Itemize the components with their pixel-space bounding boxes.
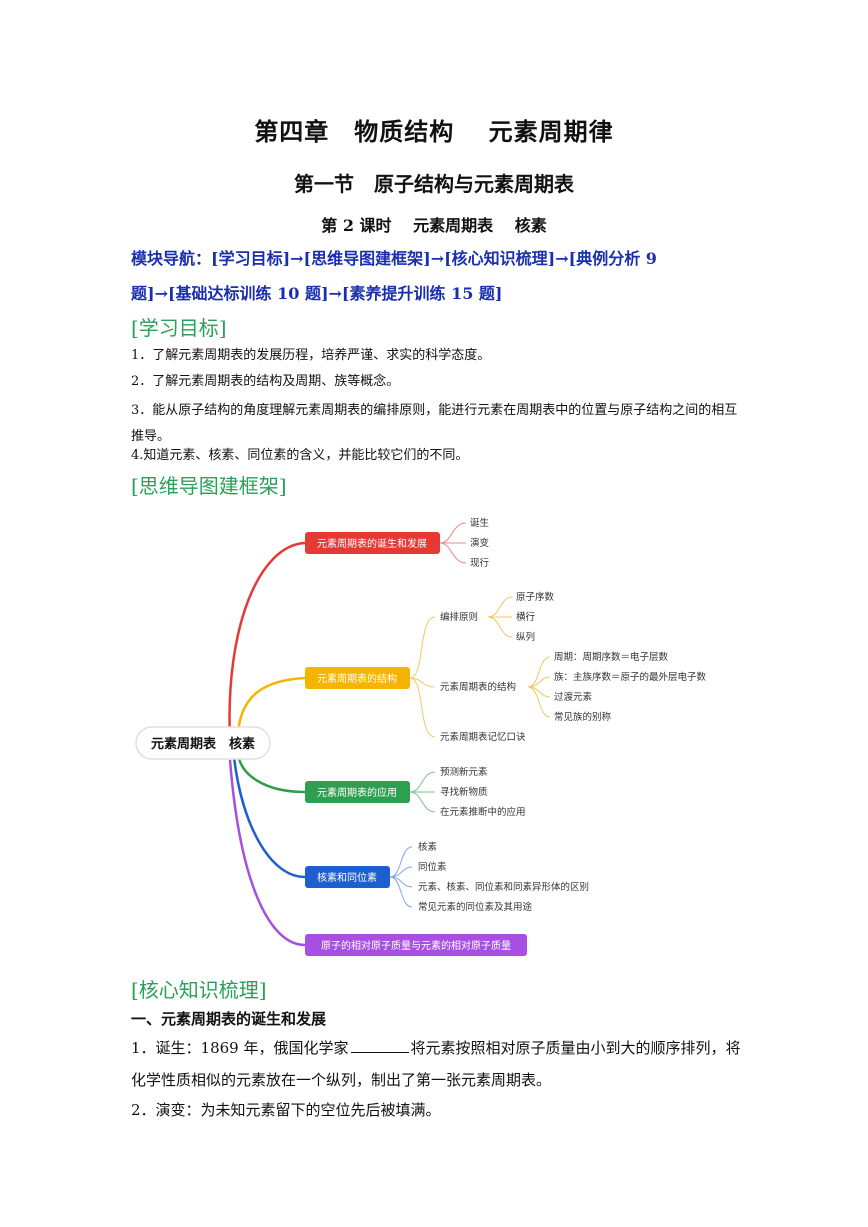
bracket-red	[439, 522, 467, 564]
branch-node-2	[305, 667, 410, 689]
para-birth-end: 将元素按照相对原子质量由小到大的顺序排列，将	[410, 1039, 741, 1057]
para-birth-line2: 化学性质相似的元素放在一个纵列，制出了第一张元素周期表。	[131, 1071, 552, 1089]
bracket-orange-main	[409, 616, 436, 738]
answer-blank[interactable]	[350, 1036, 409, 1053]
group-structure: 元素周期表的结构	[440, 681, 516, 693]
leaf-transition: 过渡元素	[554, 691, 593, 703]
para-birth-start: 1．诞生：1869 年，俄国化学家	[131, 1039, 349, 1057]
leaf-atomic-number: 原子序数	[516, 591, 555, 603]
chapter-title: 第四章 物质结构 元素周期律	[254, 118, 614, 146]
branch-label-5: 原子的相对原子质量与元素的相对原子质量	[321, 939, 511, 952]
branch-curve-purple	[228, 759, 306, 947]
section-title: 第一节 原子结构与元素周期表	[294, 172, 574, 196]
branch-node-3	[305, 781, 410, 803]
leaf-column: 纵列	[516, 631, 535, 643]
learning-goals-heading: [学习目标]	[131, 316, 227, 340]
paragraph-birth: 1．诞生：1869 年，俄国化学家将元素按照相对原子质量由小到大的顺序排列，将 …	[131, 1032, 743, 1096]
branch-label-2: 元素周期表的结构	[317, 672, 397, 685]
branch-node-5	[305, 934, 527, 956]
goal-item-1: 1．了解元素周期表的发展历程，培养严谨、求实的科学态度。	[131, 348, 491, 363]
leaf-current: 现行	[470, 557, 490, 569]
leaf-isotope: 同位素	[418, 861, 447, 873]
leaf-predict: 预测新元素	[440, 766, 488, 778]
leaf-mnemonic: 元素周期表记忆口诀	[440, 731, 526, 743]
leaf-birth: 诞生	[470, 517, 490, 529]
subsection-title: 一、元素周期表的诞生和发展	[131, 1010, 327, 1028]
branch-curve-red	[228, 541, 306, 741]
branch-node-4	[305, 866, 390, 888]
module-navigation-line2[interactable]: 题]→[基础达标训练 10 题]→[素养提升训练 15 题]	[131, 284, 503, 303]
paragraph-evolution: 2．演变：为未知元素留下的空位先后被填满。	[131, 1101, 441, 1119]
mindmap-diagram: 元素周期表 核素 元素周期表的诞生和发展 诞生 演变 现行 元素周期表的结构 编…	[135, 517, 707, 956]
bracket-orange-g1	[487, 596, 513, 638]
bracket-green	[409, 771, 436, 813]
goal-item-2: 2．了解元素周期表的结构及周期、族等概念。	[131, 374, 400, 389]
branch-label-1: 元素周期表的诞生和发展	[317, 537, 427, 550]
group-arrangement: 编排原则	[440, 611, 478, 623]
root-node	[135, 726, 271, 760]
branch-curve-blue	[232, 756, 306, 879]
goal-item-4: 4.知道元素、核素、同位素的含义，并能比较它们的不同。	[131, 448, 469, 463]
leaf-uses: 常见元素的同位素及其用途	[418, 901, 533, 913]
leaf-find: 寻找新物质	[440, 786, 488, 798]
branch-label-4: 核素和同位素	[317, 871, 377, 884]
leaf-evolution: 演变	[470, 537, 490, 549]
leaf-aliases: 常见族的别称	[554, 711, 612, 723]
bracket-orange-g2	[527, 656, 551, 718]
leaf-period: 周期：周期序数＝电子层数	[554, 651, 669, 663]
mindmap-heading: [思维导图建框架]	[131, 474, 287, 498]
leaf-difference: 元素、核素、同位素和同素异形体的区别	[418, 881, 589, 893]
core-knowledge-heading: [核心知识梳理]	[131, 978, 267, 1002]
branch-node-1	[305, 532, 440, 554]
branch-curve-orange	[236, 676, 306, 736]
goal-item-3: 3．能从原子结构的角度理解元素周期表的编排原则，能进行元素在周期表中的位置与原子…	[131, 403, 738, 444]
module-navigation-line1[interactable]: 模块导航：[学习目标]→[思维导图建框架]→[核心知识梳理]→[典例分析 9	[131, 249, 657, 268]
leaf-inference: 在元素推断中的应用	[440, 806, 526, 818]
bracket-blue	[389, 846, 413, 908]
leaf-nuclide: 核素	[418, 841, 438, 853]
branch-label-3: 元素周期表的应用	[317, 786, 397, 799]
leaf-row: 横行	[516, 611, 536, 623]
root-label: 元素周期表 核素	[151, 736, 255, 752]
leaf-group: 族：主族序数＝原子的最外层电子数	[554, 671, 707, 683]
lesson-title: 第 2 课时 元素周期表 核素	[321, 216, 547, 235]
